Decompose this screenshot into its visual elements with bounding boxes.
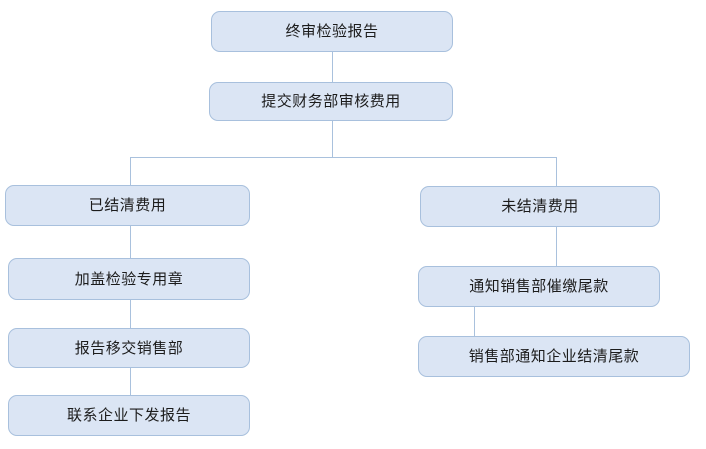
node-label: 报告移交销售部	[74, 338, 184, 357]
node-label: 加盖检验专用章	[74, 269, 184, 288]
connector-n1-n2	[332, 51, 333, 83]
connector-n8-n9	[474, 306, 475, 337]
connector-n3-n5	[130, 225, 131, 259]
connector-branch-horizontal	[130, 157, 557, 158]
node-affix-inspection-seal[interactable]: 加盖检验专用章	[8, 258, 250, 300]
connector-n5-n6	[130, 299, 131, 329]
node-label: 提交财务部审核费用	[261, 92, 401, 110]
connector-branch-to-n4	[556, 157, 557, 187]
node-final-inspection-report[interactable]: 终审检验报告	[211, 11, 453, 52]
node-submit-finance-review[interactable]: 提交财务部审核费用	[209, 82, 453, 121]
connector-n2-branch	[332, 120, 333, 158]
connector-n6-n7	[130, 367, 131, 396]
connector-n4-n8	[556, 226, 557, 267]
node-label: 终审检验报告	[285, 22, 379, 40]
node-fees-settled[interactable]: 已结清费用	[5, 185, 250, 226]
connector-branch-to-n3	[130, 157, 131, 186]
node-sales-notify-company-settle-balance[interactable]: 销售部通知企业结清尾款	[418, 336, 690, 377]
node-label: 已结清费用	[88, 196, 167, 214]
node-contact-company-issue-report[interactable]: 联系企业下发报告	[8, 395, 250, 436]
node-label: 通知销售部催缴尾款	[469, 277, 609, 295]
node-fees-unsettled[interactable]: 未结清费用	[420, 186, 660, 227]
node-notify-sales-collect-balance[interactable]: 通知销售部催缴尾款	[418, 266, 660, 307]
node-transfer-report-to-sales[interactable]: 报告移交销售部	[8, 328, 250, 368]
node-label: 销售部通知企业结清尾款	[468, 347, 640, 365]
node-label: 未结清费用	[501, 197, 579, 215]
node-label: 联系企业下发报告	[66, 406, 191, 424]
